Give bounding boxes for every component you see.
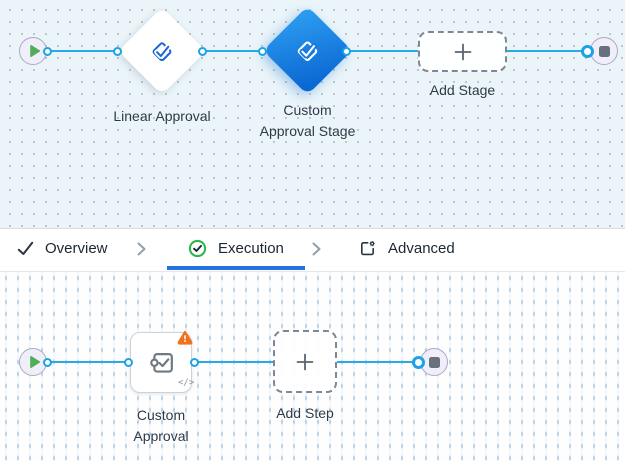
stop-icon	[428, 356, 440, 368]
connector-line	[48, 50, 118, 52]
tab-label: Overview	[45, 240, 108, 257]
add-stage-button[interactable]	[418, 31, 507, 72]
chevron-right-icon	[311, 241, 322, 257]
connector-line	[203, 50, 263, 52]
active-tab-underline	[167, 266, 305, 270]
connector-port[interactable]	[113, 47, 122, 56]
end-node[interactable]	[590, 37, 618, 65]
warning-icon[interactable]	[177, 330, 193, 350]
stage-node-linear-approval[interactable]	[118, 7, 206, 95]
stage-node-custom-approval-stage[interactable]	[262, 5, 353, 96]
code-icon: </>	[178, 378, 195, 388]
play-icon	[29, 356, 40, 368]
stage-label-linear-approval: Linear Approval	[113, 108, 211, 124]
connector-line	[195, 361, 273, 363]
add-step-label: Add Step	[276, 405, 334, 421]
plus-icon	[296, 353, 314, 370]
step-canvas[interactable]: </> Custom Approval Add Step	[0, 272, 625, 461]
tab-label: Execution	[218, 240, 284, 257]
connector-port[interactable]	[258, 47, 267, 56]
tab-overview[interactable]: Overview	[17, 229, 108, 268]
connector-port[interactable]	[198, 47, 207, 56]
settings-square-icon	[358, 239, 377, 258]
check-icon	[17, 241, 34, 256]
connector-line	[337, 361, 419, 363]
custom-step-puzzle-check-icon	[149, 353, 173, 373]
approval-stamp-icon	[149, 38, 176, 65]
play-icon	[29, 45, 40, 57]
add-stage-label: Add Stage	[429, 82, 496, 98]
connector-line	[507, 50, 588, 52]
stop-icon	[598, 45, 610, 57]
tab-execution[interactable]: Execution	[188, 229, 284, 268]
connector-port[interactable]	[190, 358, 199, 367]
start-node[interactable]	[19, 348, 47, 376]
plus-icon	[454, 43, 471, 60]
start-node[interactable]	[19, 37, 47, 65]
connector-port[interactable]	[124, 358, 133, 367]
approval-stamp-icon	[294, 37, 322, 65]
connector-port[interactable]	[342, 47, 351, 56]
step-label-custom-approval: Custom Approval	[133, 407, 189, 444]
stage-label-custom-approval-stage: Custom Approval Stage	[259, 102, 356, 139]
connector-port[interactable]	[581, 45, 594, 58]
chevron-right-icon	[136, 241, 147, 257]
connector-line	[48, 361, 129, 363]
stage-canvas[interactable]: Linear Approval Custom Approval Stage Ad…	[0, 0, 625, 228]
stage-tab-bar: Overview Execution	[0, 228, 625, 272]
connector-line	[347, 50, 418, 52]
add-step-button[interactable]	[273, 330, 337, 393]
connector-port[interactable]	[43, 47, 52, 56]
connector-port[interactable]	[43, 358, 52, 367]
tab-advanced[interactable]: Advanced	[358, 229, 455, 268]
check-circle-success-icon	[188, 239, 207, 258]
connector-port[interactable]	[412, 356, 425, 369]
tab-label: Advanced	[388, 240, 455, 257]
